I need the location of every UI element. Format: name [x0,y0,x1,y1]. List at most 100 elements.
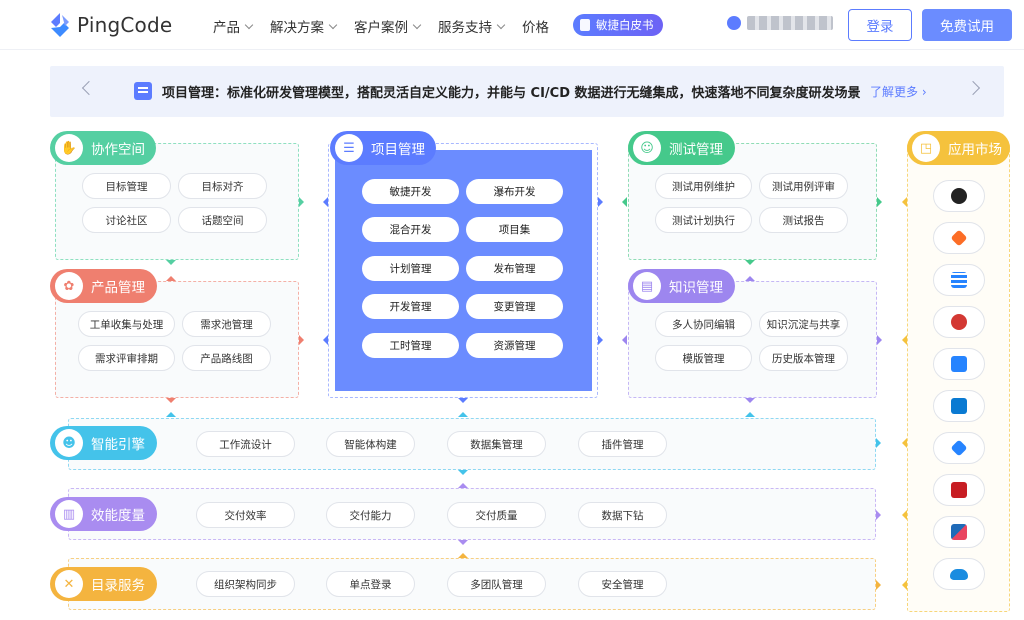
tag-test-plan-execution[interactable]: 测试计划执行 [655,207,752,233]
whitepaper-button[interactable]: 敏捷白皮书 [573,14,663,36]
store-icon: ◳ [912,134,940,162]
tag-test-report[interactable]: 测试报告 [759,207,848,233]
tag-delivery-capability[interactable]: 交付能力 [326,502,415,528]
app-bitbucket[interactable] [933,348,985,380]
main-nav: 产品 解决方案 客户案例 服务支持 价格 [213,16,567,36]
tag-org-sync[interactable]: 组织架构同步 [196,571,295,597]
app-market-title-label: 应用市场 [948,142,1002,158]
connector-arrow [745,276,755,281]
app-gitee[interactable] [933,474,985,506]
tag-test-case-review[interactable]: 测试用例评审 [759,173,848,199]
tag-discussion-community[interactable]: 讨论社区 [82,207,171,233]
app-jira-software[interactable] [933,432,985,464]
app-jira[interactable] [933,264,985,296]
connector-arrow [458,412,468,417]
phone-contact[interactable] [727,16,833,30]
connector-arrow [323,335,328,345]
tag-agile[interactable]: 敏捷开发 [362,179,459,204]
nav-support[interactable]: 服务支持 [438,16,506,36]
tag-dev-management[interactable]: 开发管理 [362,294,459,319]
nav-pricing[interactable]: 价格 [522,16,549,36]
pingcode-logo[interactable]: PingCode [48,12,172,38]
tag-template-management[interactable]: 模版管理 [655,345,752,371]
tag-test-case-maintenance[interactable]: 测试用例维护 [655,173,752,199]
tag-product-roadmap[interactable]: 产品路线图 [182,345,271,371]
whitepaper-label: 敏捷白皮书 [596,18,654,32]
tag-ticket-collection[interactable]: 工单收集与处理 [78,311,175,337]
free-trial-button[interactable]: 免费试用 [922,9,1012,41]
connector-arrow [458,398,468,403]
tag-multi-team[interactable]: 多团队管理 [447,571,546,597]
tag-timesheet[interactable]: 工时管理 [362,333,459,358]
connector-arrow [877,335,882,345]
tag-plugin-management[interactable]: 插件管理 [578,431,667,457]
knowledge-management-title[interactable]: ▤知识管理 [628,269,735,303]
bitbucket-icon [951,356,967,372]
product-management-title-label: 产品管理 [91,280,145,296]
test-management-title[interactable]: ☺测试管理 [628,131,735,165]
jenkins-icon [951,314,967,330]
tag-change-management[interactable]: 变更管理 [466,294,563,319]
github-icon [951,188,967,204]
nav-cases-label: 客户案例 [354,20,408,36]
tag-program[interactable]: 项目集 [466,217,563,242]
connector-arrow [876,438,881,448]
learn-more-link[interactable]: 了解更多 › [870,85,927,99]
tag-resource-management[interactable]: 资源管理 [466,333,563,358]
tag-dataset-management[interactable]: 数据集管理 [447,431,546,457]
app-market-title[interactable]: ◳ 应用市场 [907,131,1010,165]
feature-banner: 项目管理：标准化研发管理模型，搭配灵活自定义能力，并能与 CI/CD 数据进行无… [50,66,1004,117]
collab-space-title-label: 协作空间 [91,142,145,158]
tag-security-management[interactable]: 安全管理 [578,571,667,597]
efficiency-metrics-title[interactable]: ▥效能度量 [50,497,157,531]
tag-delivery-efficiency[interactable]: 交付效率 [196,502,295,528]
tag-goal-management[interactable]: 目标管理 [82,173,171,199]
nav-products[interactable]: 产品 [213,16,254,36]
nav-solutions[interactable]: 解决方案 [270,16,338,36]
ai-engine-title[interactable]: ☻智能引擎 [50,426,157,460]
nav-support-label: 服务支持 [438,20,492,36]
nav-products-label: 产品 [213,20,240,36]
login-button[interactable]: 登录 [848,9,912,41]
collab-space-title[interactable]: ✋协作空间 [50,131,156,165]
tag-topic-space[interactable]: 话题空间 [178,207,267,233]
tag-sso[interactable]: 单点登录 [326,571,415,597]
connector-arrow [745,260,755,265]
tag-knowledge-sharing[interactable]: 知识沉淀与共享 [759,311,848,337]
project-management-title[interactable]: ☰项目管理 [330,131,436,165]
connector-arrow [902,335,907,345]
nav-solutions-label: 解决方案 [270,20,324,36]
directory-service-title[interactable]: ✕目录服务 [50,567,157,601]
connector-arrow [299,335,304,345]
product-management-title[interactable]: ✿产品管理 [50,269,157,303]
tag-delivery-quality[interactable]: 交付质量 [447,502,546,528]
app-kubernetes[interactable] [933,516,985,548]
tag-requirement-review[interactable]: 需求评审排期 [78,345,175,371]
chevron-right-icon[interactable] [965,80,981,96]
tag-hybrid[interactable]: 混合开发 [362,217,459,242]
tag-collaborative-editing[interactable]: 多人协同编辑 [655,311,752,337]
tag-agent-building[interactable]: 智能体构建 [326,431,415,457]
cloud-icon [950,568,968,580]
tag-version-history[interactable]: 历史版本管理 [759,345,848,371]
chevron-down-icon [412,20,422,29]
tag-goal-alignment[interactable]: 目标对齐 [178,173,267,199]
tag-waterfall[interactable]: 瀑布开发 [466,179,563,204]
tag-requirement-pool[interactable]: 需求池管理 [182,311,271,337]
tag-release-management[interactable]: 发布管理 [466,256,563,281]
tag-workflow-design[interactable]: 工作流设计 [196,431,295,457]
top-navigation-bar: PingCode 产品 解决方案 客户案例 服务支持 价格 敏捷白皮书 登录 免… [0,0,1024,50]
user-icon: ☺ [633,134,661,162]
brand-name: PingCode [77,13,173,37]
app-cloud[interactable] [933,558,985,590]
app-jenkins[interactable] [933,306,985,338]
tag-plan-management[interactable]: 计划管理 [362,256,459,281]
app-vscode[interactable] [933,390,985,422]
book-icon: ▤ [633,272,661,300]
app-github[interactable] [933,180,985,212]
tag-data-drilldown[interactable]: 数据下钻 [578,502,667,528]
chevron-left-icon[interactable] [81,80,97,96]
chevron-down-icon [244,20,254,29]
nav-cases[interactable]: 客户案例 [354,16,422,36]
app-gitlab[interactable] [933,222,985,254]
